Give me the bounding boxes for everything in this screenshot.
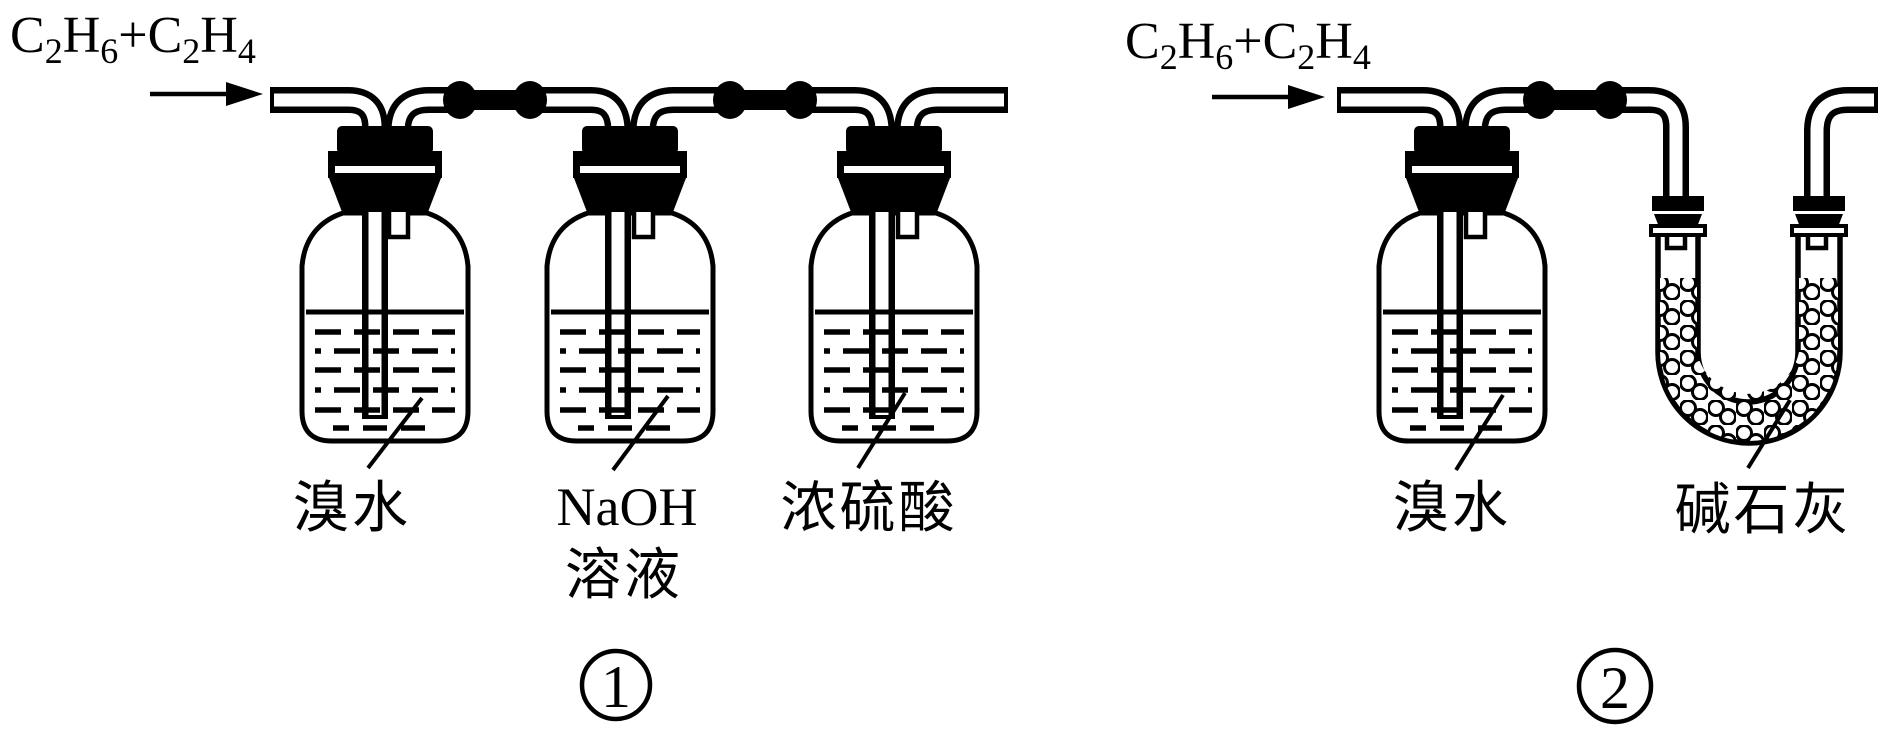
rubber-tubing-connector-3 [1523,81,1627,119]
gas-mixture-label-1: C2H6+C2H4 [10,7,256,71]
svg-text:1: 1 [601,654,631,720]
leader-line-sulfuric-acid [856,391,907,470]
rubber-tubing-connector-1 [443,81,547,119]
label-soda-lime: 碱石灰 [1675,480,1852,542]
leader-line-naoh [611,394,670,472]
label-naoh-line1: NaOH [557,477,698,537]
u-tube [1649,219,1848,446]
gas-mixture-label-2: C2H6+C2H4 [1125,13,1371,77]
label-bromine-water-2: 溴水 [1393,478,1511,540]
gas-flow-arrow-1 [150,82,263,106]
gas-flow-arrow-2 [1212,85,1325,109]
label-conc-sulfuric-acid: 浓硫酸 [781,478,958,540]
leader-line-soda-lime [1746,398,1792,470]
rubber-tubing-connector-2 [713,81,817,119]
setup-2: C2H6+C2H4 [1125,13,1878,725]
glass-tubing-2 [1337,87,1878,419]
caption-number-1: 1 [579,648,653,722]
setup-1: C2H6+C2H4 溴水 NaOH 溶液 浓硫酸 [10,7,1008,722]
svg-text:2: 2 [1600,655,1630,721]
leader-line-bromine-water-2 [1454,393,1505,472]
leader-line-bromine-water-1 [366,396,424,470]
label-naoh-line2: 溶液 [565,545,683,607]
caption-number-2: 2 [1576,647,1654,725]
glass-tubing-1 [270,87,1008,419]
label-bromine-water-1: 溴水 [293,478,411,540]
u-tube-right-stopper [1793,196,1845,227]
u-tube-left-stopper [1652,196,1704,227]
